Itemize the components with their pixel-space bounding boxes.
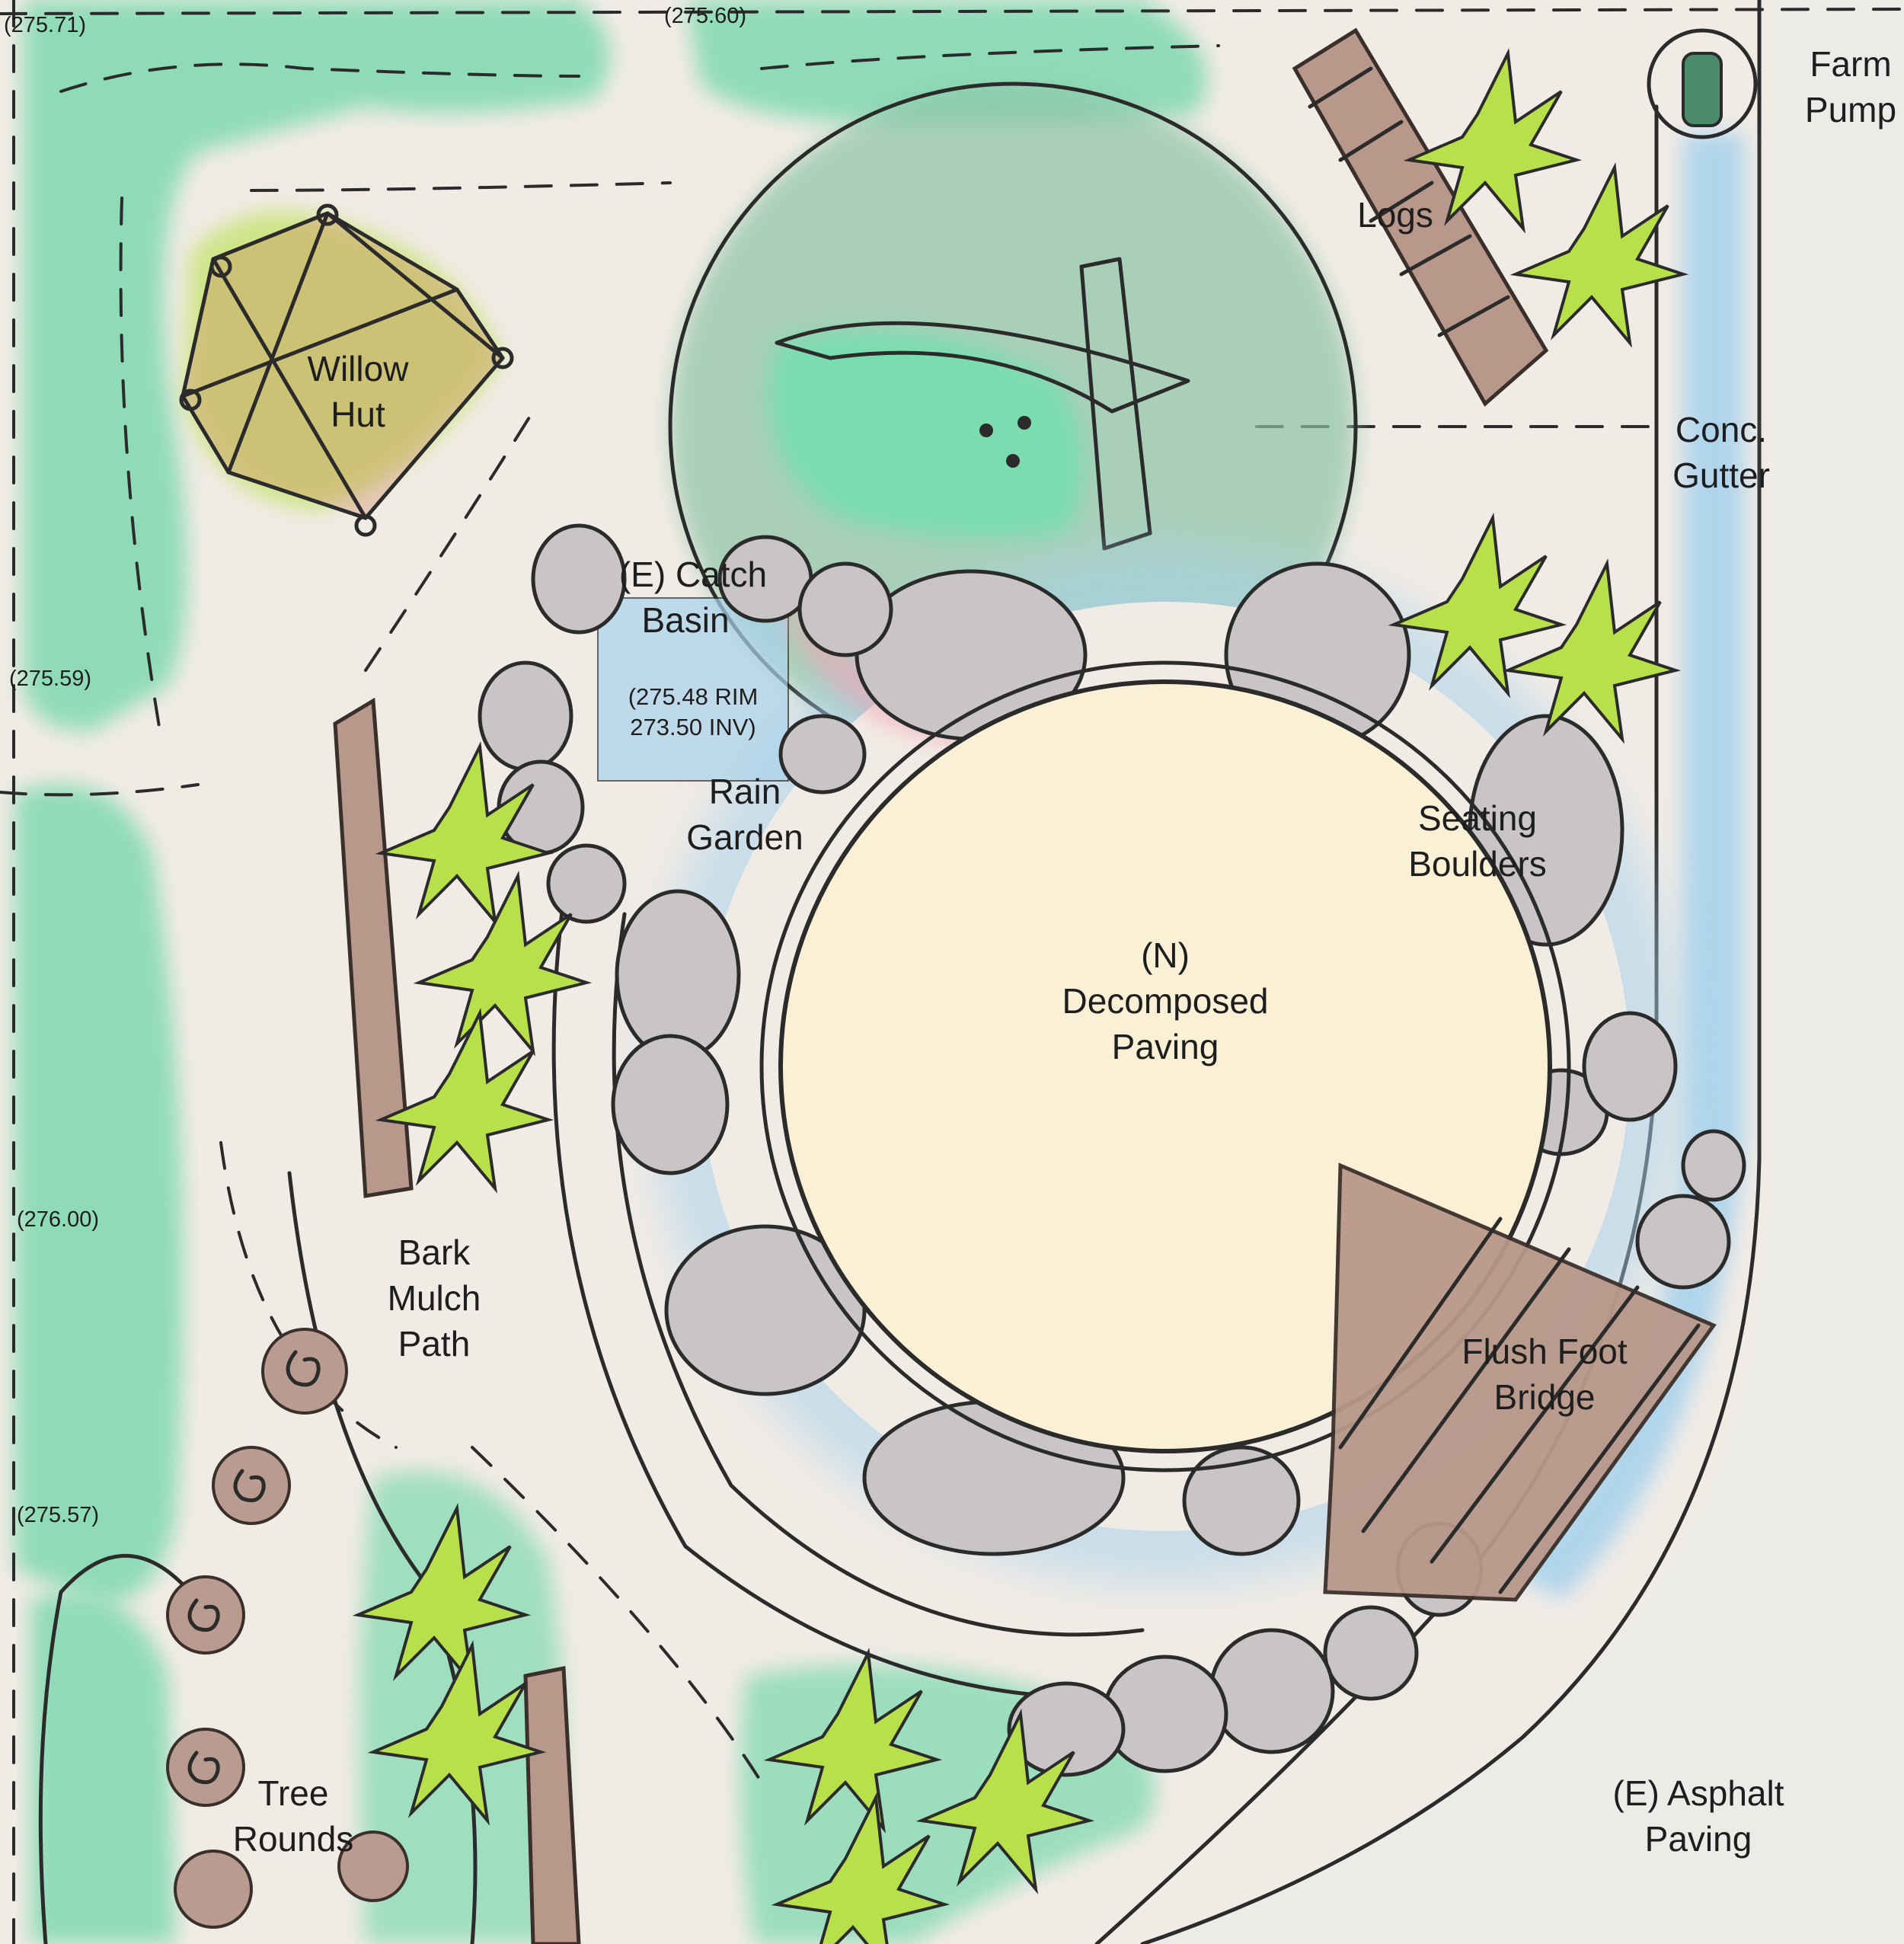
willow-hut <box>179 203 514 537</box>
label-bark-mulch-path: Bark <box>398 1233 471 1272</box>
label-decomposed-paving: Paving <box>1112 1027 1219 1066</box>
flush-foot-bridge <box>1323 1162 1717 1602</box>
label-flush-foot-bridge: Flush Foot <box>1462 1332 1628 1371</box>
logs <box>1292 27 1549 407</box>
catch-basin <box>597 597 789 782</box>
label-asphalt-paving: Paving <box>1645 1819 1752 1859</box>
label-basin-elevation: (275.48 RIM <box>628 683 759 710</box>
farm-pump <box>1647 28 1758 139</box>
elevation-left-middle: (276.00) <box>17 1207 99 1232</box>
label-conc-gutter: Gutter <box>1672 456 1770 495</box>
planting-bed-outline <box>38 1553 185 1944</box>
label-willow-hut: Willow <box>308 349 410 388</box>
path-logs <box>333 697 581 1944</box>
elevation-top-left: (275.71) <box>4 13 86 37</box>
elevation-left-upper: (275.59) <box>9 667 91 691</box>
label-basin-elevation: 273.50 INV) <box>630 714 756 740</box>
tree-rounds <box>166 1328 409 1929</box>
label-rain-garden: Garden <box>686 817 803 857</box>
plan-labels: Farm Pump Logs Conc. Gutter Willow Hut (… <box>233 44 1896 1859</box>
label-willow-hut: Hut <box>331 395 385 434</box>
label-tree-rounds: Rounds <box>233 1819 354 1859</box>
label-seating-boulders: Seating <box>1418 798 1537 838</box>
label-rain-garden: Rain <box>709 772 781 811</box>
label-conc-gutter: Conc. <box>1676 410 1767 449</box>
asphalt-edge <box>1140 0 1762 1944</box>
label-decomposed-paving: Decomposed <box>1062 981 1268 1021</box>
label-decomposed-paving: (N) <box>1141 935 1190 975</box>
asphalt-area <box>1142 0 1904 1944</box>
spot-elevations: (275.71) (275.60) (275.59) (276.00) (275… <box>4 4 746 1527</box>
shrubs <box>352 48 1689 1944</box>
label-flush-foot-bridge: Bridge <box>1494 1377 1596 1417</box>
label-farm-pump: Pump <box>1805 90 1896 129</box>
label-bark-mulch-path: Mulch <box>388 1278 481 1318</box>
label-catch-basin: (E) Catch <box>619 555 767 594</box>
label-logs: Logs <box>1357 195 1433 235</box>
elevation-left-lower: (275.57) <box>17 1503 99 1527</box>
label-asphalt-paving: (E) Asphalt <box>1613 1773 1784 1813</box>
label-tree-rounds: Tree <box>258 1773 329 1813</box>
label-seating-boulders: Boulders <box>1408 844 1547 884</box>
elevation-top-center: (275.60) <box>664 4 746 28</box>
label-farm-pump: Farm <box>1810 44 1891 84</box>
label-catch-basin: Basin <box>641 600 729 640</box>
label-bark-mulch-path: Path <box>398 1324 471 1364</box>
